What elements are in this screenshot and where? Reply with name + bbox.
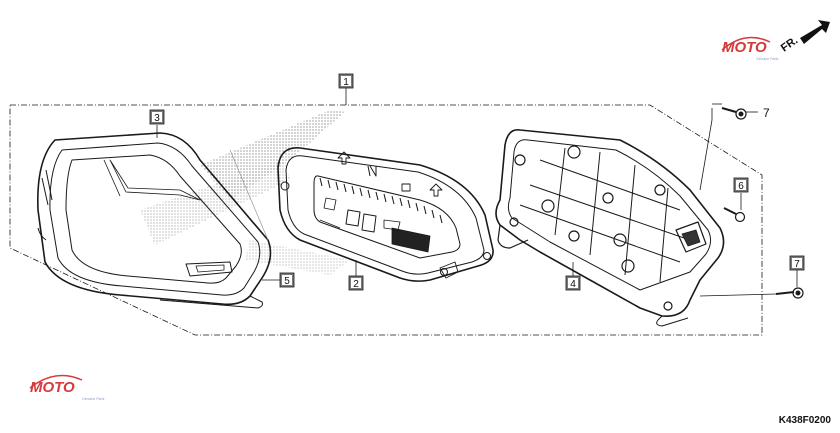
watermark-text-top: MOTO [722, 39, 767, 56]
callout-7-top-label: 7 [763, 106, 770, 120]
callout-7-top: 7 [763, 106, 770, 120]
watermark-logo-top: MOTO Genuine Parts [721, 36, 779, 61]
drawing-code: K438F0200 [779, 415, 832, 426]
callout-2-label: 2 [353, 279, 359, 290]
front-arrow-icon [800, 20, 830, 44]
watermark-text-bottom: MOTO [30, 379, 75, 396]
callout-3: 3 [149, 109, 165, 125]
callout-7-bottom: 7 [789, 255, 805, 271]
callout-3-label: 3 [154, 113, 160, 124]
callout-6: 6 [733, 177, 749, 193]
meter-display-unit [277, 147, 494, 282]
callout-6-label: 6 [738, 181, 744, 192]
callout-1: 1 [338, 73, 354, 89]
meter-case [495, 128, 725, 327]
watermark-sub-bottom: Genuine Parts [82, 397, 105, 401]
screw-7-bottom [775, 287, 804, 299]
front-direction-marker: FR. [779, 20, 830, 54]
callout-5: 5 [279, 272, 295, 288]
callout-5-label: 5 [284, 276, 290, 287]
screw-7-top [721, 107, 747, 120]
callout-4: 4 [565, 275, 581, 291]
callout-1-label: 1 [343, 77, 349, 88]
assembly-boundary [9, 104, 763, 336]
dotted-shading [140, 110, 350, 275]
callout-7-bottom-label: 7 [794, 259, 800, 270]
watermark-sub-top: Genuine Parts [756, 57, 779, 61]
callout-4-label: 4 [570, 279, 576, 290]
leader-lines [156, 88, 798, 297]
meter-visor [37, 132, 272, 309]
watermark-logo-bottom: MOTO Genuine Parts [29, 374, 105, 401]
front-label: FR. [779, 34, 800, 54]
callout-2: 2 [348, 275, 364, 291]
screw-6 [723, 207, 746, 223]
